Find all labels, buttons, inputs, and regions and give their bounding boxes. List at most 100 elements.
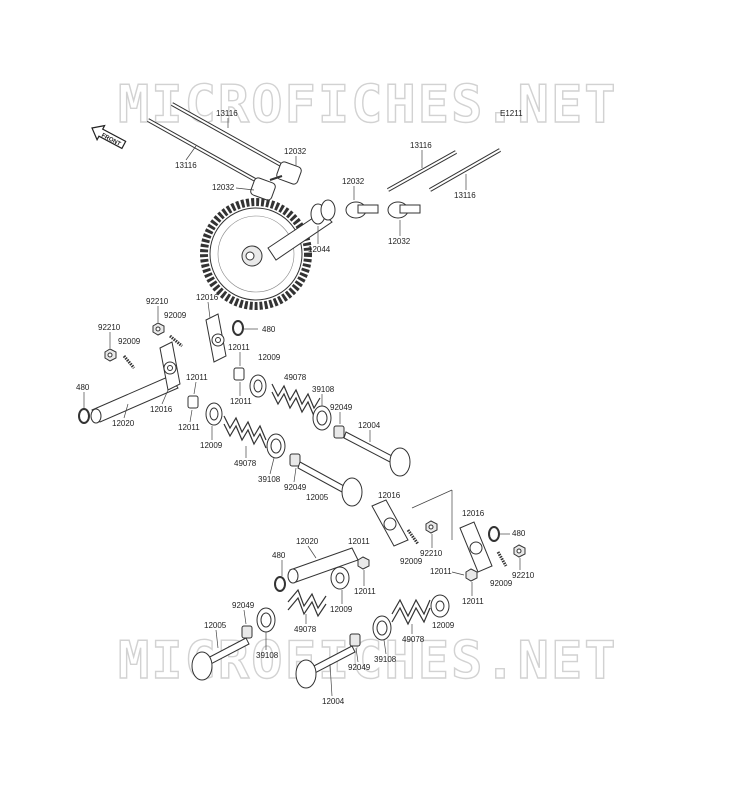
label-spring-a: 49078 <box>284 373 307 382</box>
lifter-c <box>345 201 379 219</box>
rocker-arm-d <box>459 521 493 573</box>
spring-seat-b <box>205 402 223 426</box>
nut-c <box>425 520 438 534</box>
adjuster-c <box>406 529 420 545</box>
label-seat-a: 12009 <box>258 353 281 362</box>
diagram-code: E1211 <box>500 109 523 118</box>
label-valve-ex-b: 12004 <box>322 697 345 706</box>
label-rocker-c: 12016 <box>378 491 401 500</box>
rocker-arm-a <box>205 313 227 363</box>
label-rocker-b: 12016 <box>150 405 173 414</box>
retainer-c <box>256 607 276 633</box>
label-collar-h: 12011 <box>462 597 484 606</box>
valve-spring-c <box>287 588 327 618</box>
label-collar-f: 12011 <box>354 587 376 596</box>
label-seal-a: 92049 <box>330 403 353 412</box>
spring-seat-c <box>330 566 350 590</box>
label-seal-b: 92049 <box>284 483 307 492</box>
label-shaft-b: 12020 <box>296 537 319 546</box>
rocker-arm-c <box>371 499 409 547</box>
retainer-a <box>312 405 332 431</box>
label-circlip-b: 480 <box>262 325 276 334</box>
pushrod-a <box>171 102 291 172</box>
label-pushrod-b: 13116 <box>175 161 197 170</box>
label-seat-c: 12009 <box>330 605 353 614</box>
label-rocker-a: 12016 <box>196 293 219 302</box>
label-lifter-b: 12032 <box>212 183 235 192</box>
camshaft-gear <box>200 198 312 310</box>
valve-spring-b <box>223 415 267 449</box>
label-pushrod-a: 13116 <box>216 109 238 118</box>
exhaust-valve-a <box>343 431 411 477</box>
label-valve-ex-a: 12004 <box>358 421 381 430</box>
label-collar-a: 12011 <box>228 343 250 352</box>
collar-e <box>357 556 370 570</box>
label-valve-in-a: 12005 <box>306 493 329 502</box>
circlip-b <box>232 320 244 336</box>
label-nut-c: 92210 <box>420 549 443 558</box>
exhaust-valve-b <box>295 645 356 689</box>
label-spring-c: 49078 <box>294 625 317 634</box>
label-nut-b: 92210 <box>98 323 121 332</box>
collar-a <box>233 367 245 381</box>
circlip-c <box>488 526 500 542</box>
collar-c <box>187 395 199 409</box>
lifter-b <box>250 177 276 201</box>
nut-d <box>513 544 526 558</box>
label-pushrod-c: 13116 <box>410 141 432 150</box>
label-valve-in-b: 12005 <box>204 621 227 630</box>
valve-seal-b <box>289 453 301 467</box>
collar-g <box>465 568 478 582</box>
label-collar-c: 12011 <box>186 373 208 382</box>
label-retainer-a: 39108 <box>312 385 335 394</box>
valve-seal-c <box>241 625 253 639</box>
rocker-shaft-a <box>90 375 179 424</box>
label-adjuster-c: 92009 <box>400 557 423 566</box>
intake-valve-b <box>191 637 250 681</box>
label-collar-d: 12011 <box>178 423 200 432</box>
label-adjuster-a: 92009 <box>164 311 187 320</box>
camshaft <box>267 199 336 261</box>
adjuster-a <box>169 334 183 348</box>
label-pushrod-d: 13116 <box>454 191 476 200</box>
label-collar-e: 12011 <box>348 537 370 546</box>
valve-spring-d <box>391 598 431 626</box>
nut-a <box>152 322 165 336</box>
label-lifter-a: 12032 <box>284 147 307 156</box>
label-nut-d: 92210 <box>512 571 535 580</box>
valve-seal-a <box>333 425 345 439</box>
label-seal-c: 92049 <box>232 601 255 610</box>
assembly-bracket-line <box>411 489 453 509</box>
spring-seat-d <box>430 594 450 618</box>
label-seat-b: 12009 <box>200 441 223 450</box>
label-circlip-c: 480 <box>512 529 526 538</box>
pushrod-c <box>387 150 457 192</box>
label-shaft-a: 12020 <box>112 419 135 428</box>
circlip-a <box>78 408 90 424</box>
rocker-arm-b <box>159 341 181 391</box>
label-collar-b: 12011 <box>230 397 252 406</box>
label-spring-d: 49078 <box>402 635 425 644</box>
lifter-d <box>387 201 421 219</box>
adjuster-d <box>496 551 508 567</box>
pushrod-d <box>429 148 501 192</box>
label-adjuster-d: 92009 <box>490 579 513 588</box>
label-lifter-d: 12032 <box>388 237 411 246</box>
watermark-top: MICROFICHES.NET <box>118 75 618 135</box>
label-nut-a: 92210 <box>146 297 169 306</box>
adjuster-b <box>122 355 136 369</box>
label-lifter-c: 12032 <box>342 177 365 186</box>
label-camshaft: 12044 <box>308 245 331 254</box>
label-seal-d: 92049 <box>348 663 371 672</box>
retainer-b <box>266 433 286 459</box>
valve-seal-d <box>349 633 361 647</box>
circlip-d <box>274 576 286 592</box>
label-retainer-b: 39108 <box>258 475 281 484</box>
retainer-d <box>372 615 392 641</box>
label-circlip-a: 480 <box>76 383 90 392</box>
label-retainer-d: 39108 <box>374 655 397 664</box>
spring-seat-a <box>249 374 267 398</box>
valve-spring-a <box>271 383 321 418</box>
label-circlip-d: 480 <box>272 551 286 560</box>
